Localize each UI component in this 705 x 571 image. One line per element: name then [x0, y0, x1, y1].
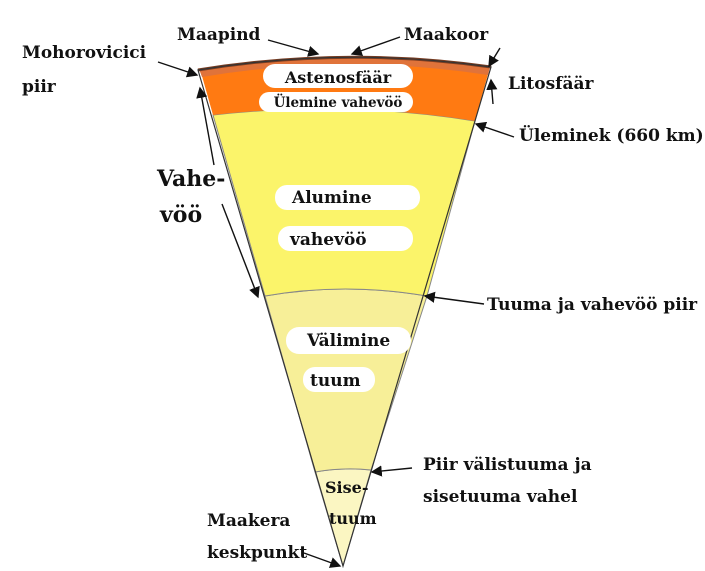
astenosfaar-pill [263, 64, 413, 88]
mohorovicici-arrow [157, 61, 199, 78]
keskpunkt-label-1: Maakera [207, 511, 290, 531]
alumine-pill [275, 185, 420, 210]
alumine-vahevoo-label: vahevöö [289, 230, 367, 250]
mohorovicici-label-1: Mohorovicici [22, 43, 147, 63]
ulemine-vahevoo-label: Ülemine vahevöö [274, 94, 403, 111]
uleminek-label: Üleminek (660 km) [519, 125, 704, 146]
keskpunkt-arrow [303, 552, 342, 568]
alumine-label: Alumine [291, 188, 372, 208]
piir-vahel-arrow [370, 465, 413, 477]
astenosfaar-label: Astenosfäär [284, 68, 392, 87]
valimine-label: Välimine [306, 331, 390, 351]
vahevoo-arrow-up [196, 86, 215, 166]
tuum-pill [303, 367, 375, 392]
litosfaar-label: Litosfäär [508, 74, 595, 94]
maapind-arrow [267, 39, 320, 57]
vahevoo-pill [278, 226, 413, 251]
maapind-label: Maapind [177, 25, 261, 45]
vahevoo-label-1: Vahe- [156, 166, 225, 192]
maakoor-arrow [350, 36, 401, 57]
tuuma-piir-arrow [423, 291, 485, 305]
valimine-pill [286, 327, 411, 354]
maakoor-label: Maakoor [404, 25, 489, 45]
wedge-outline [197, 56, 492, 569]
sisetuum-label-2: tuum [329, 509, 377, 528]
keskpunkt-label-2: keskpunkt [207, 543, 307, 563]
ulemine-vahevoo-pill [259, 92, 413, 112]
piir-vahel-label-1: Piir välistuuma ja [423, 455, 592, 475]
tuuma-piir-label: Tuuma ja vahevöö piir [487, 295, 698, 315]
uleminek-arrow [474, 121, 515, 138]
litosfaar-arrow-bottom [486, 78, 498, 105]
vahevoo-arrow-down [221, 203, 260, 299]
valimine-tuum-label: tuum [310, 371, 361, 391]
litosfaar-arrow-top [488, 47, 501, 68]
sisetuum-label-1: Sise- [325, 478, 368, 497]
mohorovicici-label-2: piir [22, 77, 57, 97]
piir-vahel-label-2: sisetuuma vahel [423, 487, 578, 507]
vahevoo-label-2: vöö [159, 202, 202, 228]
